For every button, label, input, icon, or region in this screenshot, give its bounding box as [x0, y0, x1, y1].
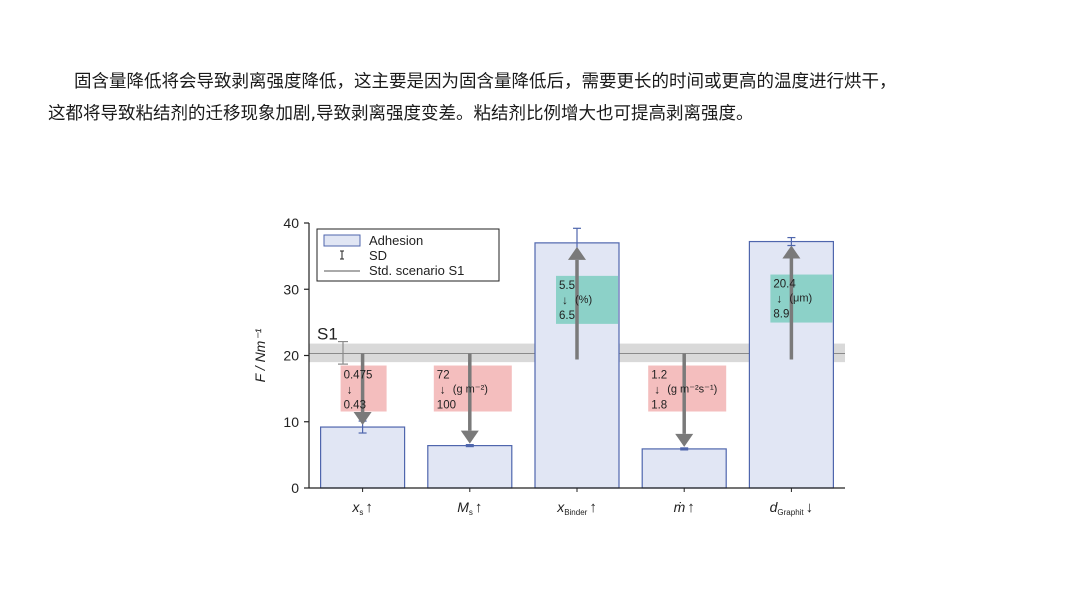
legend-label-sd: SD [369, 248, 387, 263]
annotation-box [433, 365, 512, 412]
annotation-from-value: 1.2 [651, 370, 667, 382]
annotation-to-value: 1.8 [651, 400, 667, 412]
annotation-box [770, 274, 833, 323]
legend-swatch-adhesion [323, 234, 361, 247]
legend-label-s1: Std. scenario S1 [369, 263, 464, 278]
bar [319, 426, 406, 489]
y-tick-label: 30 [283, 281, 299, 297]
y-tick-label: 0 [291, 480, 299, 496]
annotation-from-value: 20.4 [773, 279, 796, 291]
x-category-label: ṁ↑ [674, 499, 695, 516]
annotation-from-value: 72 [437, 370, 450, 382]
annotation-box [556, 275, 618, 324]
x-category-label: Ms↑ [457, 499, 482, 517]
change-arrow-head [675, 433, 694, 447]
annotation-to-value: 6.5 [559, 310, 575, 322]
annotation-down-icon: ↓ [654, 383, 660, 397]
annotation-unit: (%) [575, 294, 592, 306]
y-tick-label: 40 [283, 215, 299, 231]
paragraph-line-2: 这都将导致粘结剂的迁移现象加剧,导致剥离强度变差。粘结剂比例增大也可提高剥离强度… [48, 104, 754, 124]
change-arrow-head [460, 430, 479, 444]
x-category-label: dGraphit↓ [770, 499, 814, 517]
annotation-unit: (g m⁻²s⁻¹) [667, 384, 717, 396]
annotation-to-value: 8.9 [773, 309, 789, 321]
bar [641, 448, 727, 489]
body-paragraph: 固含量降低将会导致剥离强度降低，这主要是因为固含量降低后，需要更长的时间或更高的… [48, 66, 1048, 130]
reference-label: S1 [317, 325, 338, 344]
legend-label-adhesion: Adhesion [369, 233, 423, 248]
y-tick-label: 20 [283, 348, 299, 364]
annotation-unit: (μm) [789, 293, 812, 305]
y-tick-label: 10 [283, 414, 299, 430]
annotation-from-value: 0.475 [344, 370, 373, 382]
annotation-down-icon: ↓ [440, 383, 446, 397]
annotation-down-icon: ↓ [562, 293, 568, 307]
x-category-label: xBinder↑ [556, 499, 597, 517]
change-arrow-head [568, 246, 586, 260]
change-arrow-head [353, 412, 372, 426]
change-arrow-head [782, 245, 801, 259]
annotation-from-value: 5.5 [559, 280, 575, 292]
annotation-down-icon: ↓ [347, 383, 353, 397]
annotation-to-value: 100 [437, 400, 456, 412]
bar [427, 445, 513, 489]
annotation-unit: (g m⁻²) [453, 384, 488, 396]
annotation-down-icon: ↓ [776, 292, 782, 306]
paragraph-line-1: 固含量降低将会导致剥离强度降低，这主要是因为固含量降低后，需要更长的时间或更高的… [74, 72, 897, 92]
annotation-to-value: 0.43 [344, 400, 366, 412]
x-category-label: xs↑ [351, 499, 373, 517]
annotation-box [648, 365, 727, 412]
y-axis-label: F / Nm⁻¹ [252, 328, 268, 382]
